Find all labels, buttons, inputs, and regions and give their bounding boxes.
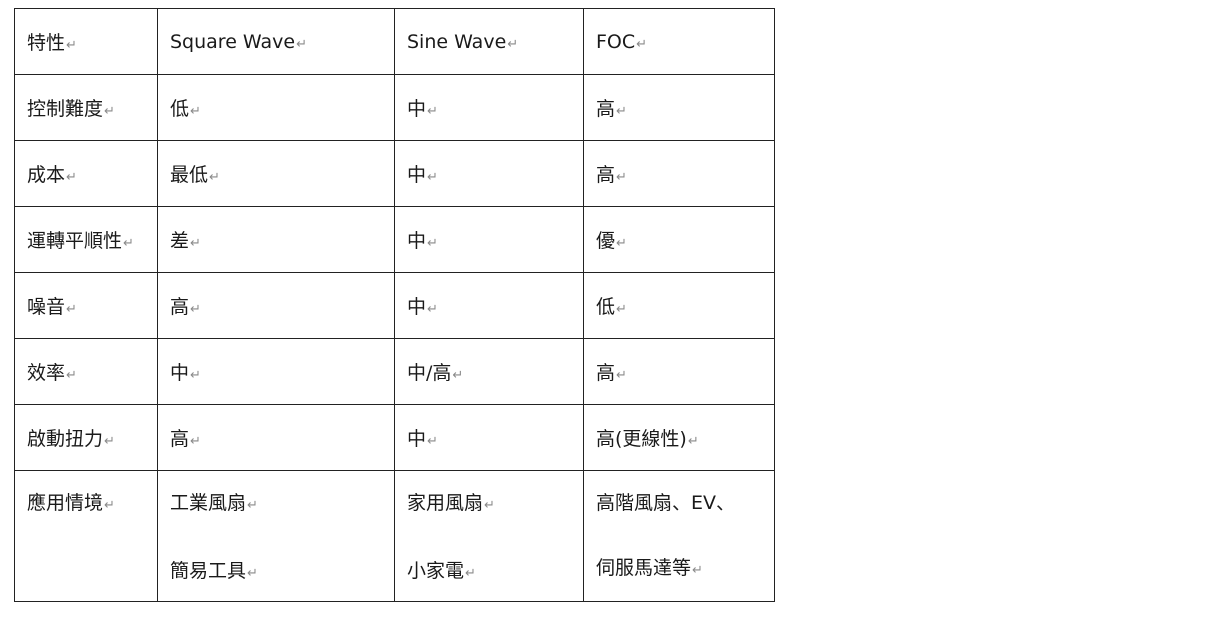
foc-cell: 高↵ bbox=[583, 74, 775, 141]
return-mark-icon: ↵ bbox=[427, 236, 438, 251]
sine-wave-cell: 中↵ bbox=[394, 272, 584, 339]
header-cell-foc: FOC↵ bbox=[583, 8, 775, 75]
return-mark-icon: ↵ bbox=[687, 434, 699, 449]
return-mark-icon: ↵ bbox=[616, 170, 627, 185]
return-mark-icon: ↵ bbox=[507, 36, 519, 52]
table-row: 成本↵ 最低↵ 中↵ 高↵ bbox=[14, 140, 775, 207]
return-mark-icon: ↵ bbox=[452, 368, 464, 383]
return-mark-icon: ↵ bbox=[636, 36, 648, 52]
sine-wave-cell: 中↵ bbox=[394, 140, 584, 207]
foc-cell: 高階風扇、EV、 伺服馬達等↵ bbox=[583, 470, 775, 602]
table-row-applications: 應用情境↵ 工業風扇↵ 簡易工具↵ 家用風扇↵ 小家電↵ 高階風扇、EV、 伺服… bbox=[14, 470, 775, 602]
table-row: 效率↵ 中↵ 中/高↵ 高↵ bbox=[14, 338, 775, 405]
return-mark-icon: ↵ bbox=[190, 302, 201, 317]
table-header-row: 特性↵ Square Wave↵ Sine Wave↵ FOC↵ bbox=[14, 8, 775, 75]
return-mark-icon: ↵ bbox=[247, 498, 258, 513]
return-mark-icon: ↵ bbox=[66, 302, 77, 317]
return-mark-icon: ↵ bbox=[484, 498, 495, 513]
return-mark-icon: ↵ bbox=[427, 170, 438, 185]
return-mark-icon: ↵ bbox=[616, 302, 627, 317]
square-wave-cell: 高↵ bbox=[157, 404, 395, 471]
return-mark-icon: ↵ bbox=[123, 236, 134, 251]
return-mark-icon: ↵ bbox=[427, 104, 438, 119]
return-mark-icon: ↵ bbox=[465, 566, 476, 581]
header-cell-sine-wave: Sine Wave↵ bbox=[394, 8, 584, 75]
square-wave-cell: 差↵ bbox=[157, 206, 395, 273]
row-label-cell: 運轉平順性↵ bbox=[14, 206, 158, 273]
sine-wave-cell: 家用風扇↵ 小家電↵ bbox=[394, 470, 584, 602]
foc-cell: 高↵ bbox=[583, 140, 775, 207]
return-mark-icon: ↵ bbox=[190, 368, 201, 383]
table-row: 控制難度↵ 低↵ 中↵ 高↵ bbox=[14, 74, 775, 141]
return-mark-icon: ↵ bbox=[296, 36, 307, 52]
row-label-cell: 成本↵ bbox=[14, 140, 158, 207]
table-row: 運轉平順性↵ 差↵ 中↵ 優↵ bbox=[14, 206, 775, 273]
return-mark-icon: ↵ bbox=[104, 498, 115, 513]
table-row: 噪音↵ 高↵ 中↵ 低↵ bbox=[14, 272, 775, 339]
return-mark-icon: ↵ bbox=[190, 434, 201, 449]
return-mark-icon: ↵ bbox=[66, 170, 77, 185]
return-mark-icon: ↵ bbox=[190, 236, 201, 251]
return-mark-icon: ↵ bbox=[616, 368, 627, 383]
row-label-cell: 啟動扭力↵ bbox=[14, 404, 158, 471]
return-mark-icon: ↵ bbox=[247, 566, 258, 581]
sine-wave-cell: 中↵ bbox=[394, 206, 584, 273]
header-cell-characteristic: 特性↵ bbox=[14, 8, 158, 75]
return-mark-icon: ↵ bbox=[190, 104, 201, 119]
row-label-cell: 噪音↵ bbox=[14, 272, 158, 339]
return-mark-icon: ↵ bbox=[104, 104, 115, 119]
return-mark-icon: ↵ bbox=[427, 302, 438, 317]
comparison-table: 特性↵ Square Wave↵ Sine Wave↵ FOC↵ 控制難度↵ 低… bbox=[14, 8, 775, 602]
return-mark-icon: ↵ bbox=[66, 368, 77, 383]
foc-cell: 高↵ bbox=[583, 338, 775, 405]
square-wave-cell: 低↵ bbox=[157, 74, 395, 141]
square-wave-cell: 中↵ bbox=[157, 338, 395, 405]
square-wave-cell: 高↵ bbox=[157, 272, 395, 339]
row-label-cell: 效率↵ bbox=[14, 338, 158, 405]
return-mark-icon: ↵ bbox=[616, 104, 627, 119]
return-mark-icon: ↵ bbox=[427, 434, 438, 449]
sine-wave-cell: 中↵ bbox=[394, 404, 584, 471]
return-mark-icon: ↵ bbox=[209, 170, 220, 185]
return-mark-icon: ↵ bbox=[616, 236, 627, 251]
row-label-cell: 應用情境↵ bbox=[14, 470, 158, 602]
foc-cell: 高(更線性)↵ bbox=[583, 404, 775, 471]
foc-cell: 低↵ bbox=[583, 272, 775, 339]
foc-cell: 優↵ bbox=[583, 206, 775, 273]
header-cell-square-wave: Square Wave↵ bbox=[157, 8, 395, 75]
return-mark-icon: ↵ bbox=[692, 563, 703, 578]
return-mark-icon: ↵ bbox=[104, 434, 115, 449]
sine-wave-cell: 中↵ bbox=[394, 74, 584, 141]
square-wave-cell: 最低↵ bbox=[157, 140, 395, 207]
square-wave-cell: 工業風扇↵ 簡易工具↵ bbox=[157, 470, 395, 602]
row-label-cell: 控制難度↵ bbox=[14, 74, 158, 141]
table-row: 啟動扭力↵ 高↵ 中↵ 高(更線性)↵ bbox=[14, 404, 775, 471]
return-mark-icon: ↵ bbox=[66, 38, 77, 53]
sine-wave-cell: 中/高↵ bbox=[394, 338, 584, 405]
